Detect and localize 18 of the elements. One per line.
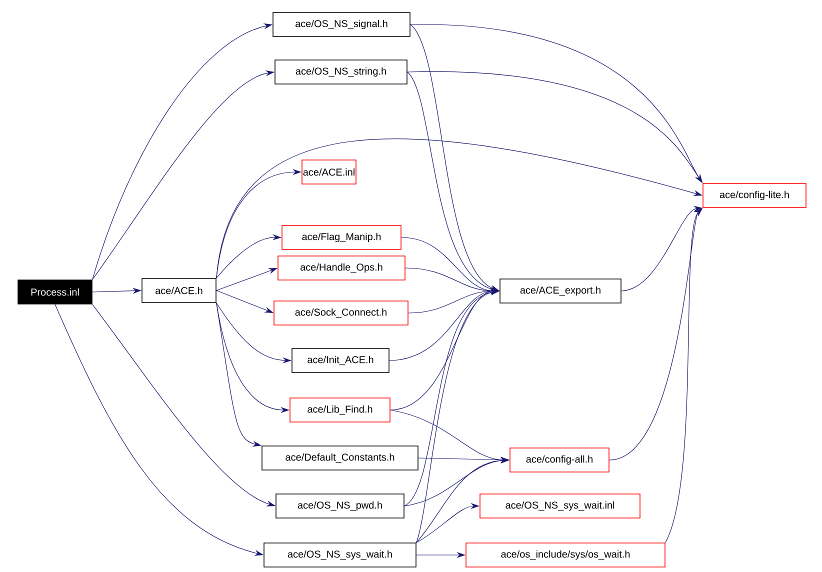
file-box: ace/ACE.h bbox=[142, 278, 216, 303]
file-box: ace/config-lite.h bbox=[702, 183, 806, 208]
file-box: ace/Sock_Connect.h bbox=[274, 300, 408, 326]
file-box: Process.inl bbox=[18, 280, 92, 304]
file-box: ace/Init_ACE.h bbox=[292, 348, 390, 373]
file-box: ace/OS_NS_pwd.h bbox=[276, 494, 404, 518]
file-box: ace/config-all.h bbox=[510, 448, 610, 472]
file-box: ace/os_include/sys/os_wait.h bbox=[466, 542, 666, 568]
file-box: ace/Lib_Find.h bbox=[290, 398, 390, 422]
file-box: ace/ACE.inl bbox=[302, 160, 356, 184]
file-box: ace/OS_NS_sys_wait.h bbox=[264, 542, 416, 568]
file-box: ace/OS_NS_sys_wait.inl bbox=[480, 494, 640, 518]
file-box: ace/OS_NS_string.h bbox=[274, 60, 408, 84]
file-box: ace/OS_NS_signal.h bbox=[272, 12, 410, 37]
file-box: ace/Handle_Ops.h bbox=[278, 256, 406, 280]
file-box: ace/Default_Constants.h bbox=[262, 446, 418, 470]
file-box: ace/ACE_export.h bbox=[500, 278, 622, 304]
file-box: ace/Flag_Manip.h bbox=[282, 225, 402, 250]
